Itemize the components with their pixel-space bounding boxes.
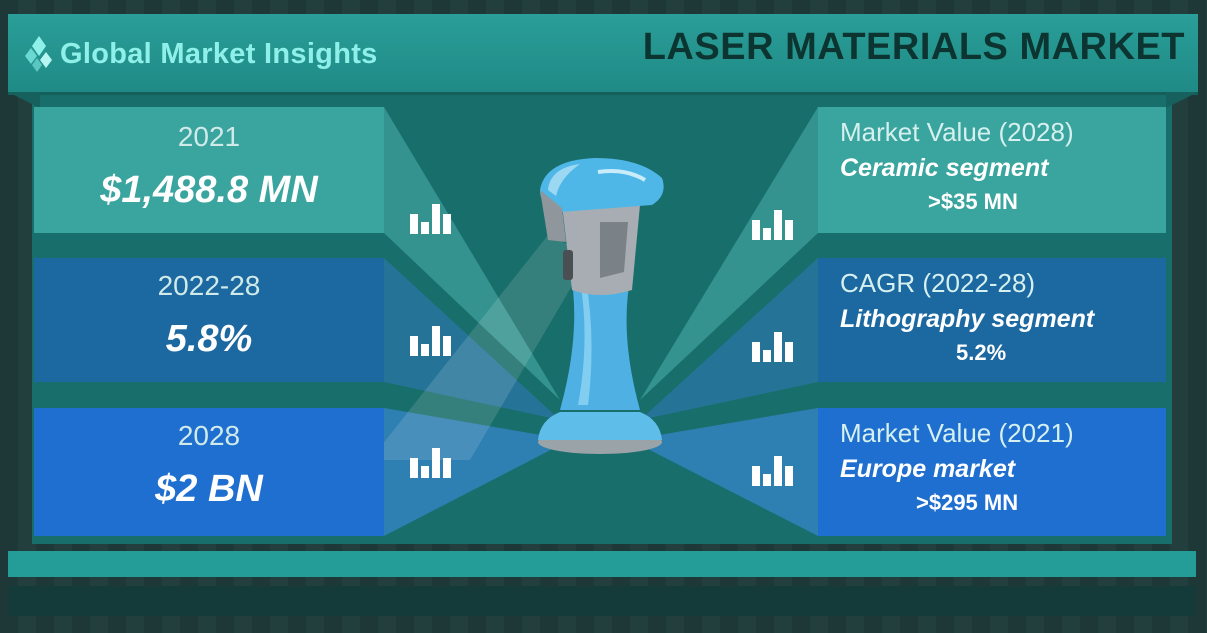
segment-label: Market Value (2028)	[840, 117, 1074, 147]
logo-text: Global Market Insights	[60, 37, 378, 70]
diamond-cluster-icon	[25, 36, 52, 72]
segment-name: Lithography segment	[840, 305, 1095, 333]
segment-panel-ceramic: Market Value (2028) Ceramic segment >$35…	[818, 107, 1166, 233]
stat-panel-cagr: 2022-28 5.8%	[34, 258, 384, 382]
bar-chart-icon	[752, 452, 794, 486]
footer-band	[8, 551, 1196, 577]
stat-label: 2022-28	[157, 270, 261, 301]
stat-value: 5.8%	[165, 318, 253, 360]
segment-metric: >$35 MN	[928, 189, 1018, 214]
company-logo: Global Market Insights	[24, 30, 378, 78]
bar-chart-icon	[752, 206, 794, 240]
stat-panel-2028: 2028 $2 BN	[34, 408, 384, 536]
stat-label: 2021	[177, 121, 241, 152]
page-title: LASER MATERIALS MARKET	[642, 26, 1185, 68]
segment-metric: >$295 MN	[916, 490, 1019, 515]
stat-label: 2028	[177, 420, 241, 451]
segment-label: CAGR (2022-28)	[840, 268, 1036, 298]
stat-value: $1,488.8 MN	[100, 169, 318, 211]
segment-name: Europe market	[840, 455, 1016, 483]
bar-chart-icon	[410, 322, 452, 356]
segment-panel-europe: Market Value (2021) Europe market >$295 …	[818, 408, 1166, 536]
segment-metric: 5.2%	[956, 340, 1007, 365]
bar-chart-icon	[410, 200, 452, 234]
bar-chart-icon	[410, 444, 452, 478]
footer-strip	[8, 586, 1196, 616]
segment-label: Market Value (2021)	[840, 418, 1074, 448]
header-bar	[8, 14, 1198, 92]
bar-chart-icon	[752, 328, 794, 362]
stat-value: $2 BN	[155, 468, 263, 510]
segment-panel-lithography: CAGR (2022-28) Lithography segment 5.2%	[818, 258, 1166, 382]
stat-panel-2021: 2021 $1,488.8 MN	[34, 107, 384, 233]
segment-name: Ceramic segment	[840, 154, 1049, 182]
